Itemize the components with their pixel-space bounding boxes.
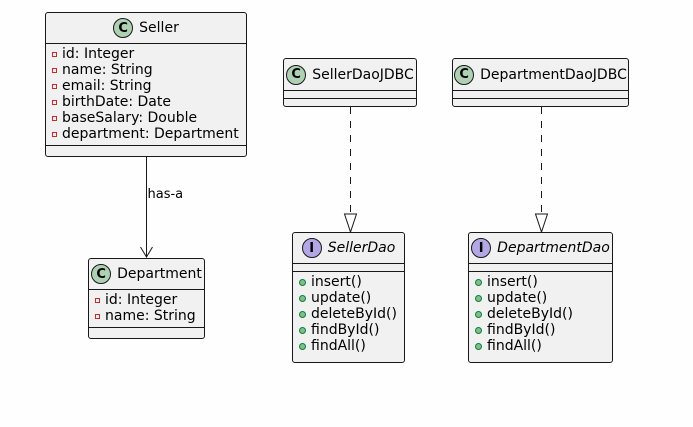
relation-seller-to-department bbox=[140, 157, 153, 258]
department-header: C Department bbox=[89, 259, 204, 290]
method-text: findById() bbox=[311, 322, 380, 338]
method-row: update() bbox=[475, 290, 612, 306]
public-visibility-icon bbox=[475, 342, 482, 350]
attribute-text: id: Integer bbox=[105, 292, 178, 308]
department-methods bbox=[89, 328, 204, 336]
department-dao-methods: insert()update()deleteById()findById()fi… bbox=[469, 272, 612, 357]
attribute-text: name: String bbox=[62, 62, 153, 78]
private-visibility-icon bbox=[52, 115, 57, 121]
class-stereotype-icon: C bbox=[91, 264, 112, 284]
realization-arrowhead-icon bbox=[343, 213, 358, 234]
public-visibility-icon bbox=[475, 294, 482, 302]
attribute-row: id: Integer bbox=[95, 292, 204, 308]
method-row: insert() bbox=[475, 274, 612, 290]
department-dao-name: DepartmentDao bbox=[497, 240, 610, 256]
public-visibility-icon bbox=[299, 294, 306, 302]
attribute-text: id: Integer bbox=[62, 46, 135, 62]
attribute-text: name: String bbox=[105, 308, 196, 324]
private-visibility-icon bbox=[52, 67, 57, 73]
method-row: findAll() bbox=[475, 338, 612, 354]
method-row: update() bbox=[299, 290, 404, 306]
seller-header: C Seller bbox=[46, 13, 246, 44]
seller-dao-attributes bbox=[293, 264, 404, 272]
method-text: deleteById() bbox=[311, 306, 397, 322]
private-visibility-icon bbox=[95, 297, 100, 303]
relation-seller-dao-jdbc-to-seller-dao bbox=[343, 107, 358, 234]
department-dao-header: I DepartmentDao bbox=[469, 233, 612, 264]
seller-methods bbox=[46, 146, 246, 154]
department-dao-jdbc-attributes bbox=[453, 91, 628, 99]
method-text: insert() bbox=[311, 274, 362, 290]
class-box-seller-dao-jdbc[interactable]: C SellerDaoJDBC bbox=[283, 58, 417, 107]
method-row: findById() bbox=[475, 322, 612, 338]
class-stereotype-icon: C bbox=[113, 18, 134, 38]
method-text: insert() bbox=[487, 274, 538, 290]
seller-dao-methods: insert()update()deleteById()findById()fi… bbox=[293, 272, 404, 357]
method-row: insert() bbox=[299, 274, 404, 290]
attribute-row: birthDate: Date bbox=[52, 94, 246, 110]
attribute-row: name: String bbox=[95, 308, 204, 324]
method-row: deleteById() bbox=[299, 306, 404, 322]
interface-stereotype-icon: I bbox=[471, 238, 492, 258]
public-visibility-icon bbox=[299, 326, 306, 334]
attribute-row: baseSalary: Double bbox=[52, 110, 246, 126]
class-box-department-dao-jdbc[interactable]: C DepartmentDaoJDBC bbox=[452, 58, 629, 107]
public-visibility-icon bbox=[475, 310, 482, 318]
class-stereotype-icon: C bbox=[286, 64, 307, 85]
method-row: findAll() bbox=[299, 338, 404, 354]
method-text: deleteById() bbox=[487, 306, 573, 322]
attribute-row: id: Integer bbox=[52, 46, 246, 62]
public-visibility-icon bbox=[475, 278, 482, 286]
attribute-row: email: String bbox=[52, 78, 246, 94]
method-row: deleteById() bbox=[475, 306, 612, 322]
method-text: findById() bbox=[487, 322, 556, 338]
attribute-text: email: String bbox=[62, 78, 152, 94]
department-dao-attributes bbox=[469, 264, 612, 272]
department-dao-jdbc-methods bbox=[453, 99, 628, 107]
seller-dao-jdbc-name: SellerDaoJDBC bbox=[312, 66, 414, 83]
attribute-text: department: Department bbox=[62, 126, 239, 142]
seller-dao-header: I SellerDao bbox=[293, 233, 404, 264]
public-visibility-icon bbox=[299, 278, 306, 286]
department-dao-jdbc-name: DepartmentDaoJDBC bbox=[480, 66, 627, 83]
seller-dao-name: SellerDao bbox=[327, 240, 396, 256]
interface-stereotype-icon: I bbox=[301, 238, 322, 258]
interface-box-department-dao[interactable]: I DepartmentDao insert()update()deleteById… bbox=[468, 232, 613, 363]
private-visibility-icon bbox=[95, 313, 100, 319]
class-stereotype-icon: C bbox=[454, 64, 475, 85]
seller-dao-jdbc-attributes bbox=[284, 91, 416, 99]
public-visibility-icon bbox=[299, 310, 306, 318]
private-visibility-icon bbox=[52, 131, 57, 137]
seller-name: Seller bbox=[139, 20, 179, 36]
public-visibility-icon bbox=[299, 342, 306, 350]
method-row: findById() bbox=[299, 322, 404, 338]
method-text: update() bbox=[487, 290, 548, 306]
attribute-row: name: String bbox=[52, 62, 246, 78]
relation-department-dao-jdbc-to-department-dao bbox=[534, 107, 549, 234]
attribute-text: baseSalary: Double bbox=[62, 110, 198, 126]
method-text: findAll() bbox=[487, 338, 542, 354]
seller-dao-jdbc-methods bbox=[284, 99, 416, 107]
association-arrowhead-icon bbox=[140, 246, 153, 258]
private-visibility-icon bbox=[52, 51, 57, 57]
attribute-text: birthDate: Date bbox=[62, 94, 171, 110]
department-name: Department bbox=[117, 266, 202, 282]
relation-label-has-a: has-a bbox=[147, 187, 184, 202]
public-visibility-icon bbox=[475, 326, 482, 334]
attribute-row: department: Department bbox=[52, 126, 246, 142]
private-visibility-icon bbox=[52, 99, 57, 105]
realization-arrowhead-icon bbox=[534, 213, 549, 234]
private-visibility-icon bbox=[52, 83, 57, 89]
method-text: findAll() bbox=[311, 338, 366, 354]
seller-dao-jdbc-header: C SellerDaoJDBC bbox=[284, 59, 416, 91]
department-dao-jdbc-header: C DepartmentDaoJDBC bbox=[453, 59, 628, 91]
method-text: update() bbox=[311, 290, 372, 306]
